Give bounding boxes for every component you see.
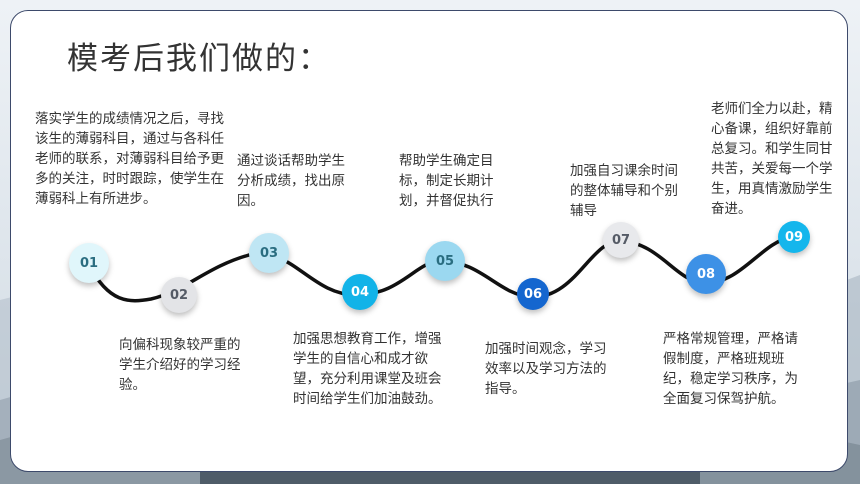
step-node-07: 07 — [603, 222, 639, 258]
step-number-03: 03 — [259, 245, 279, 261]
step-node-05: 05 — [425, 241, 465, 281]
content-card: 模考后我们做的： 01 02 03 04 05 06 07 08 09 落实学生… — [10, 10, 848, 472]
step-number-01: 01 — [79, 255, 99, 271]
step-text-01: 落实学生的成绩情况之后，寻找该生的薄弱科目，通过与各科任老师的联系，对薄弱科目给… — [35, 111, 224, 207]
step-node-09: 09 — [778, 221, 810, 253]
step-node-04: 04 — [342, 274, 378, 310]
step-text-08: 严格常规管理，严格请假制度，严格班规班纪，稳定学习秩序，为全面复习保驾护航。 — [663, 331, 798, 407]
step-text-05: 帮助学生确定目标，制定长期计划，并督促执行 — [399, 153, 494, 209]
step-number-08: 08 — [696, 266, 716, 282]
step-text-02: 向偏科现象较严重的学生介绍好的学习经验。 — [119, 337, 241, 393]
step-number-06: 06 — [523, 286, 543, 302]
step-number-04: 04 — [350, 284, 370, 300]
step-text-07: 加强自习课余时间的整体辅导和个别辅导 — [570, 163, 678, 219]
step-number-05: 05 — [435, 253, 455, 269]
slide-title: 模考后我们做的： — [67, 41, 331, 77]
step-node-02: 02 — [161, 277, 197, 313]
step-text-04: 加强思想教育工作，增强学生的自信心和成才欲望，充分利用课堂及班会时间给学生们加油… — [293, 331, 442, 407]
step-text-06: 加强时间观念，学习效率以及学习方法的指导。 — [485, 341, 607, 397]
step-number-02: 02 — [169, 287, 189, 303]
step-number-07: 07 — [611, 232, 631, 248]
step-node-06: 06 — [517, 278, 549, 310]
step-text-03: 通过谈话帮助学生分析成绩，找出原因。 — [237, 153, 345, 209]
step-node-08: 08 — [686, 254, 726, 294]
step-text-09: 老师们全力以赴，精心备课，组织好靠前总复习。和学生同甘共苦，关爱每一个学生，用真… — [711, 101, 833, 217]
step-node-03: 03 — [249, 233, 289, 273]
step-node-01: 01 — [69, 243, 109, 283]
step-number-09: 09 — [784, 229, 804, 245]
